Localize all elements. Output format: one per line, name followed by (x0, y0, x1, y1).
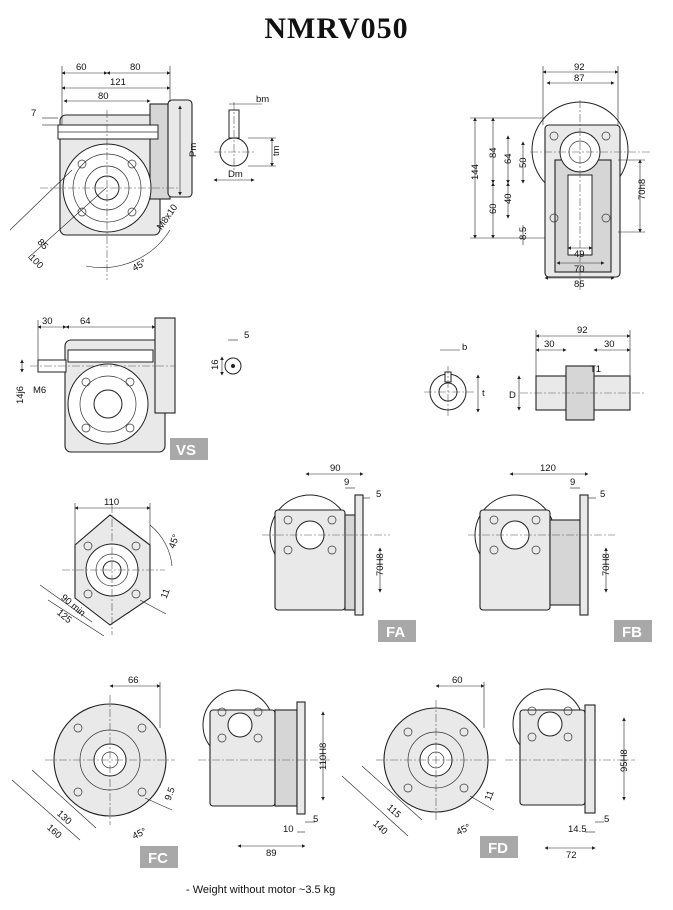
fc-side-view (198, 689, 330, 848)
svg-text:FA: FA (386, 624, 405, 641)
weight-note: - Weight without motor ~3.5 kg (186, 884, 336, 896)
fa-labels: 90 9 5 70H8 (330, 463, 386, 576)
dim-14j6: 14j6 (15, 386, 26, 404)
dim-b: b (462, 342, 467, 353)
dim-45-flange: 45° (167, 533, 182, 550)
dim-95h8: 95H8 (619, 749, 630, 772)
dim-11-fd: 11 (483, 789, 497, 802)
dim-m6: M6 (33, 385, 46, 396)
right-side-labels: 92 87 144 84 64 50 60 40 8.5 49 70 85 70… (470, 62, 648, 290)
dim-115: 115 (384, 802, 403, 820)
fc-view (11, 682, 175, 841)
badge-fb: FB (614, 620, 652, 642)
dim-70h8-fb: 70H8 (601, 553, 612, 576)
dim-84: 84 (488, 147, 499, 158)
dim-7: 7 (31, 108, 36, 119)
dim-70: 70 (574, 264, 585, 275)
dim-10: 10 (283, 824, 294, 835)
dim-92-shaft: 92 (577, 325, 588, 336)
fa-view (262, 472, 390, 616)
dim-tm: tm (271, 145, 282, 156)
dim-100: 100 (26, 252, 45, 271)
shaft-key-detail: bm tm Dm (213, 94, 282, 182)
main-front-view (9, 66, 193, 280)
dim-40: 40 (503, 193, 514, 204)
dim-9-5: 9.5 (163, 786, 178, 802)
dim-45-fd: 45° (455, 822, 473, 838)
dim-30-left: 30 (544, 339, 555, 350)
dim-45-fc: 45° (131, 826, 149, 842)
dim-8-5: 8.5 (518, 227, 529, 240)
dim-t1: T1 (590, 364, 601, 375)
dim-pm: Pm (188, 143, 199, 157)
dim-66: 66 (128, 675, 139, 686)
dim-90: 90 (330, 463, 341, 474)
dim-49: 49 (574, 249, 585, 260)
badge-vs: VS (170, 438, 208, 460)
dim-9-fa: 9 (344, 477, 349, 488)
dim-11: 11 (159, 587, 173, 600)
right-side-view (470, 66, 650, 290)
vs-labels: 30 64 14j6 M6 5 16 (15, 316, 249, 404)
dim-70h8-fa: 70H8 (375, 553, 386, 576)
dim-60-fd: 60 (452, 675, 463, 686)
dim-64-vs: 64 (80, 316, 91, 327)
badge-fc: FC (140, 846, 178, 868)
dim-14-5: 14.5 (568, 824, 587, 835)
dim-dm: Dm (228, 169, 243, 180)
hollow-shaft-detail (424, 330, 645, 421)
fb-view (468, 472, 615, 616)
dim-87: 87 (574, 73, 585, 84)
dim-9-fb: 9 (570, 477, 575, 488)
dim-80: 80 (98, 91, 109, 102)
dim-110h8: 110H8 (318, 743, 329, 770)
dim-30-right: 30 (604, 339, 615, 350)
svg-text:FC: FC (148, 850, 168, 867)
fd-side-view (505, 688, 635, 850)
page-title: NMRV050 (264, 12, 409, 45)
dim-85-side: 85 (574, 279, 585, 290)
dim-70h8: 70h8 (637, 179, 648, 200)
dim-160: 160 (44, 822, 63, 841)
dim-d: D (509, 390, 516, 401)
badge-fd: FD (480, 836, 518, 858)
dim-5-fb: 5 (600, 489, 605, 500)
dim-5-fd: 5 (604, 814, 609, 825)
dim-89: 89 (266, 848, 277, 859)
flange-view (39, 503, 173, 637)
dim-t: t (482, 388, 485, 399)
dim-130: 130 (54, 808, 73, 827)
dim-60: 60 (76, 62, 87, 73)
svg-text:VS: VS (176, 442, 196, 459)
fd-view (341, 682, 498, 837)
dim-5-fa: 5 (376, 489, 381, 500)
dim-140: 140 (370, 818, 389, 837)
svg-text:FB: FB (622, 624, 642, 641)
svg-text:FD: FD (488, 840, 508, 857)
dim-5-vs: 5 (244, 330, 249, 341)
dim-30-vs: 30 (42, 316, 53, 327)
hollow-shaft-labels: b t 92 30 30 D T1 (462, 325, 615, 401)
dim-80-top: 80 (130, 62, 141, 73)
dim-110: 110 (104, 497, 119, 508)
dim-144: 144 (470, 164, 481, 180)
dim-50: 50 (518, 157, 529, 168)
dim-120: 120 (540, 463, 556, 474)
dim-bm: bm (256, 94, 269, 105)
dim-16: 16 (210, 359, 221, 370)
dim-72: 72 (566, 850, 577, 861)
badge-fa: FA (378, 620, 416, 642)
vs-view (20, 317, 242, 453)
fb-labels: 120 9 5 70H8 (540, 463, 612, 576)
dim-60-side: 60 (488, 203, 499, 214)
dim-92: 92 (574, 62, 585, 73)
dim-121: 121 (110, 77, 126, 88)
dim-45-deg: 45° (131, 257, 149, 274)
dim-5-fc: 5 (313, 814, 318, 825)
dim-64: 64 (503, 153, 514, 164)
